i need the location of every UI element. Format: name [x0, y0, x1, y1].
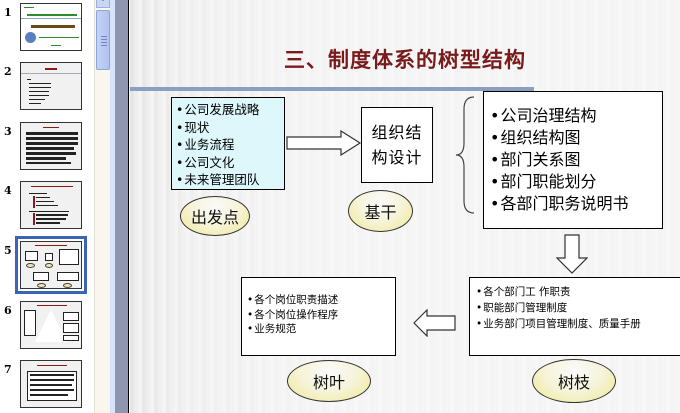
slide-title[interactable]: 三、制度体系的树型结构 [284, 48, 526, 72]
thumbnail-slide-3[interactable]: 3 [0, 122, 94, 172]
right-arrow-icon[interactable] [286, 130, 362, 156]
slide-thumbnail-image[interactable] [20, 122, 82, 170]
ellipse-text: 树枝 [557, 373, 590, 392]
slide-thumbnail-image[interactable] [20, 360, 82, 408]
ellipse-text: 树叶 [312, 373, 345, 392]
left-brace-icon [455, 96, 475, 214]
scroll-thumb[interactable] [96, 10, 110, 70]
list-item: 各个部门工 作职责 [476, 284, 674, 300]
slide-thumbnail-image[interactable] [20, 181, 82, 229]
thumbnail-slide-5[interactable]: 5 [0, 236, 94, 294]
starting-point-box[interactable]: 公司发展战略 现状 业务流程 公司文化 未来管理团队 [171, 97, 285, 190]
down-arrow-icon[interactable] [556, 234, 588, 274]
grip-line [101, 39, 107, 40]
list-item: 现状 [176, 119, 280, 137]
thumbnail-slide-2[interactable]: 2 [0, 62, 94, 112]
grip-line [101, 45, 107, 46]
list-item: 职能部门管理制度 [476, 300, 674, 316]
slide-thumbnail-panel: 1 2 3 [0, 0, 94, 413]
chevron-up-icon: ˄ [101, 0, 105, 7]
slide-thumbnail-image[interactable] [20, 3, 82, 51]
org-design-line-2: 构设计 [371, 148, 423, 167]
editor-frame-border [115, 0, 129, 413]
branch-label[interactable]: 树枝 [532, 359, 616, 403]
thumbnail-scrollbar[interactable]: ˄ [94, 0, 110, 413]
ellipse-text: 基干 [364, 203, 397, 222]
org-design-line-1: 组织结 [371, 123, 423, 142]
starting-point-label[interactable]: 出发点 [180, 196, 250, 236]
slide-number: 5 [4, 244, 12, 257]
list-item: 部门关系图 [490, 149, 656, 171]
list-item: 公司发展战略 [176, 101, 280, 119]
leaf-list-box[interactable]: 各个岗位职责描述 各个岗位操作程序 业务规范 [241, 277, 396, 356]
slide-canvas[interactable]: 三、制度体系的树型结构 公司发展战略 现状 业务流程 公司文化 未来管理团队 出… [130, 0, 680, 413]
leaf-label[interactable]: 树叶 [287, 360, 371, 402]
org-design-box[interactable]: 组织结 构设计 [361, 107, 433, 183]
pane-splitter[interactable] [110, 0, 115, 413]
pyramid-shape [35, 310, 67, 342]
list-item: 业务部门项目管理制度、质量手册 [476, 316, 674, 332]
thumbnail-slide-4[interactable]: 4 [0, 181, 94, 231]
slide-thumbnail-image-selected[interactable] [15, 236, 87, 294]
left-arrow-icon[interactable] [413, 309, 457, 337]
ellipse-text: 出发点 [190, 208, 239, 227]
thumbnail-slide-1[interactable]: 1 [0, 3, 94, 53]
list-item: 公司文化 [176, 154, 280, 172]
slide-number: 3 [4, 125, 12, 138]
thumbnail-slide-6[interactable]: 6 [0, 301, 94, 351]
list-item: 各个岗位职责描述 [247, 293, 390, 308]
globe-icon [25, 32, 36, 43]
trunk-label[interactable]: 基干 [348, 190, 413, 232]
grip-icon [101, 36, 107, 37]
slide-thumbnail-image[interactable] [20, 62, 82, 110]
list-item: 组织结构图 [490, 127, 656, 149]
grip-line [101, 42, 107, 43]
slide-thumbnail-image[interactable] [20, 301, 82, 349]
list-item: 业务规范 [247, 322, 390, 337]
list-item: 各个岗位操作程序 [247, 308, 390, 323]
slide-number: 1 [4, 6, 12, 19]
list-item: 各部门职务说明书 [490, 193, 656, 215]
scroll-up-button[interactable]: ˄ [96, 0, 110, 8]
slide-number: 7 [4, 363, 12, 376]
thumbnail-slide-7[interactable]: 7 [0, 360, 94, 410]
title-underline [130, 87, 534, 91]
branch-list-box[interactable]: 各个部门工 作职责 职能部门管理制度 业务部门项目管理制度、质量手册 [469, 277, 680, 356]
slide-number: 4 [4, 184, 12, 197]
slide-number: 2 [4, 65, 12, 78]
list-item: 公司治理结构 [490, 105, 656, 127]
list-item: 未来管理团队 [176, 171, 280, 189]
list-item: 部门职能划分 [490, 171, 656, 193]
list-item: 业务流程 [176, 136, 280, 154]
structure-list-box[interactable]: 公司治理结构 组织结构图 部门关系图 部门职能划分 各部门职务说明书 [483, 91, 663, 229]
slide-number: 6 [4, 304, 12, 317]
